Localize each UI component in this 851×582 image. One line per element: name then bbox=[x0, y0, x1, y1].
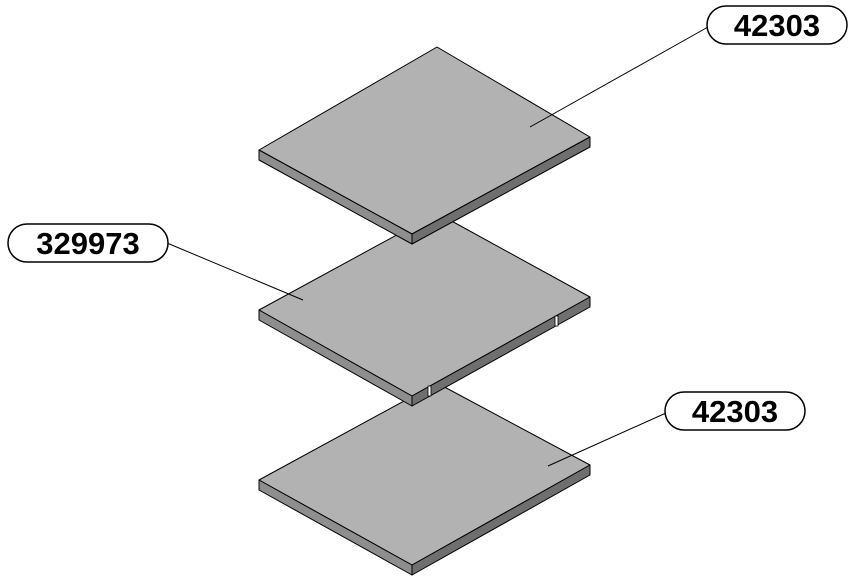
panel-bottom-right-edge bbox=[411, 464, 591, 576]
panel-middle bbox=[258, 212, 591, 407]
callout-middle: 329973 bbox=[7, 223, 169, 263]
callout-top-label: 42303 bbox=[734, 8, 820, 43]
panel-top-top-face bbox=[258, 46, 591, 235]
leader-line-middle bbox=[166, 242, 304, 301]
panel-bottom bbox=[258, 382, 591, 576]
callout-top-bubble bbox=[706, 5, 848, 45]
panel-bottom-top-face bbox=[258, 382, 591, 566]
panel-middle-notch-left bbox=[427, 385, 432, 397]
panel-top-right-edge bbox=[411, 136, 591, 245]
leader-line-top bbox=[529, 26, 709, 128]
callout-bottom-bubble bbox=[664, 391, 806, 431]
callout-bottom-label: 42303 bbox=[692, 394, 778, 429]
callout-middle-bubble bbox=[7, 223, 169, 263]
panel-middle-right-edge bbox=[411, 296, 591, 407]
panel-middle-notch-right bbox=[554, 315, 559, 327]
panel-middle-top-face bbox=[258, 212, 591, 397]
leader-line-bottom bbox=[547, 412, 667, 467]
callout-middle-label: 329973 bbox=[36, 226, 139, 261]
callout-bottom: 42303 bbox=[664, 391, 806, 431]
callout-top: 42303 bbox=[706, 5, 848, 45]
panel-top bbox=[258, 46, 591, 245]
